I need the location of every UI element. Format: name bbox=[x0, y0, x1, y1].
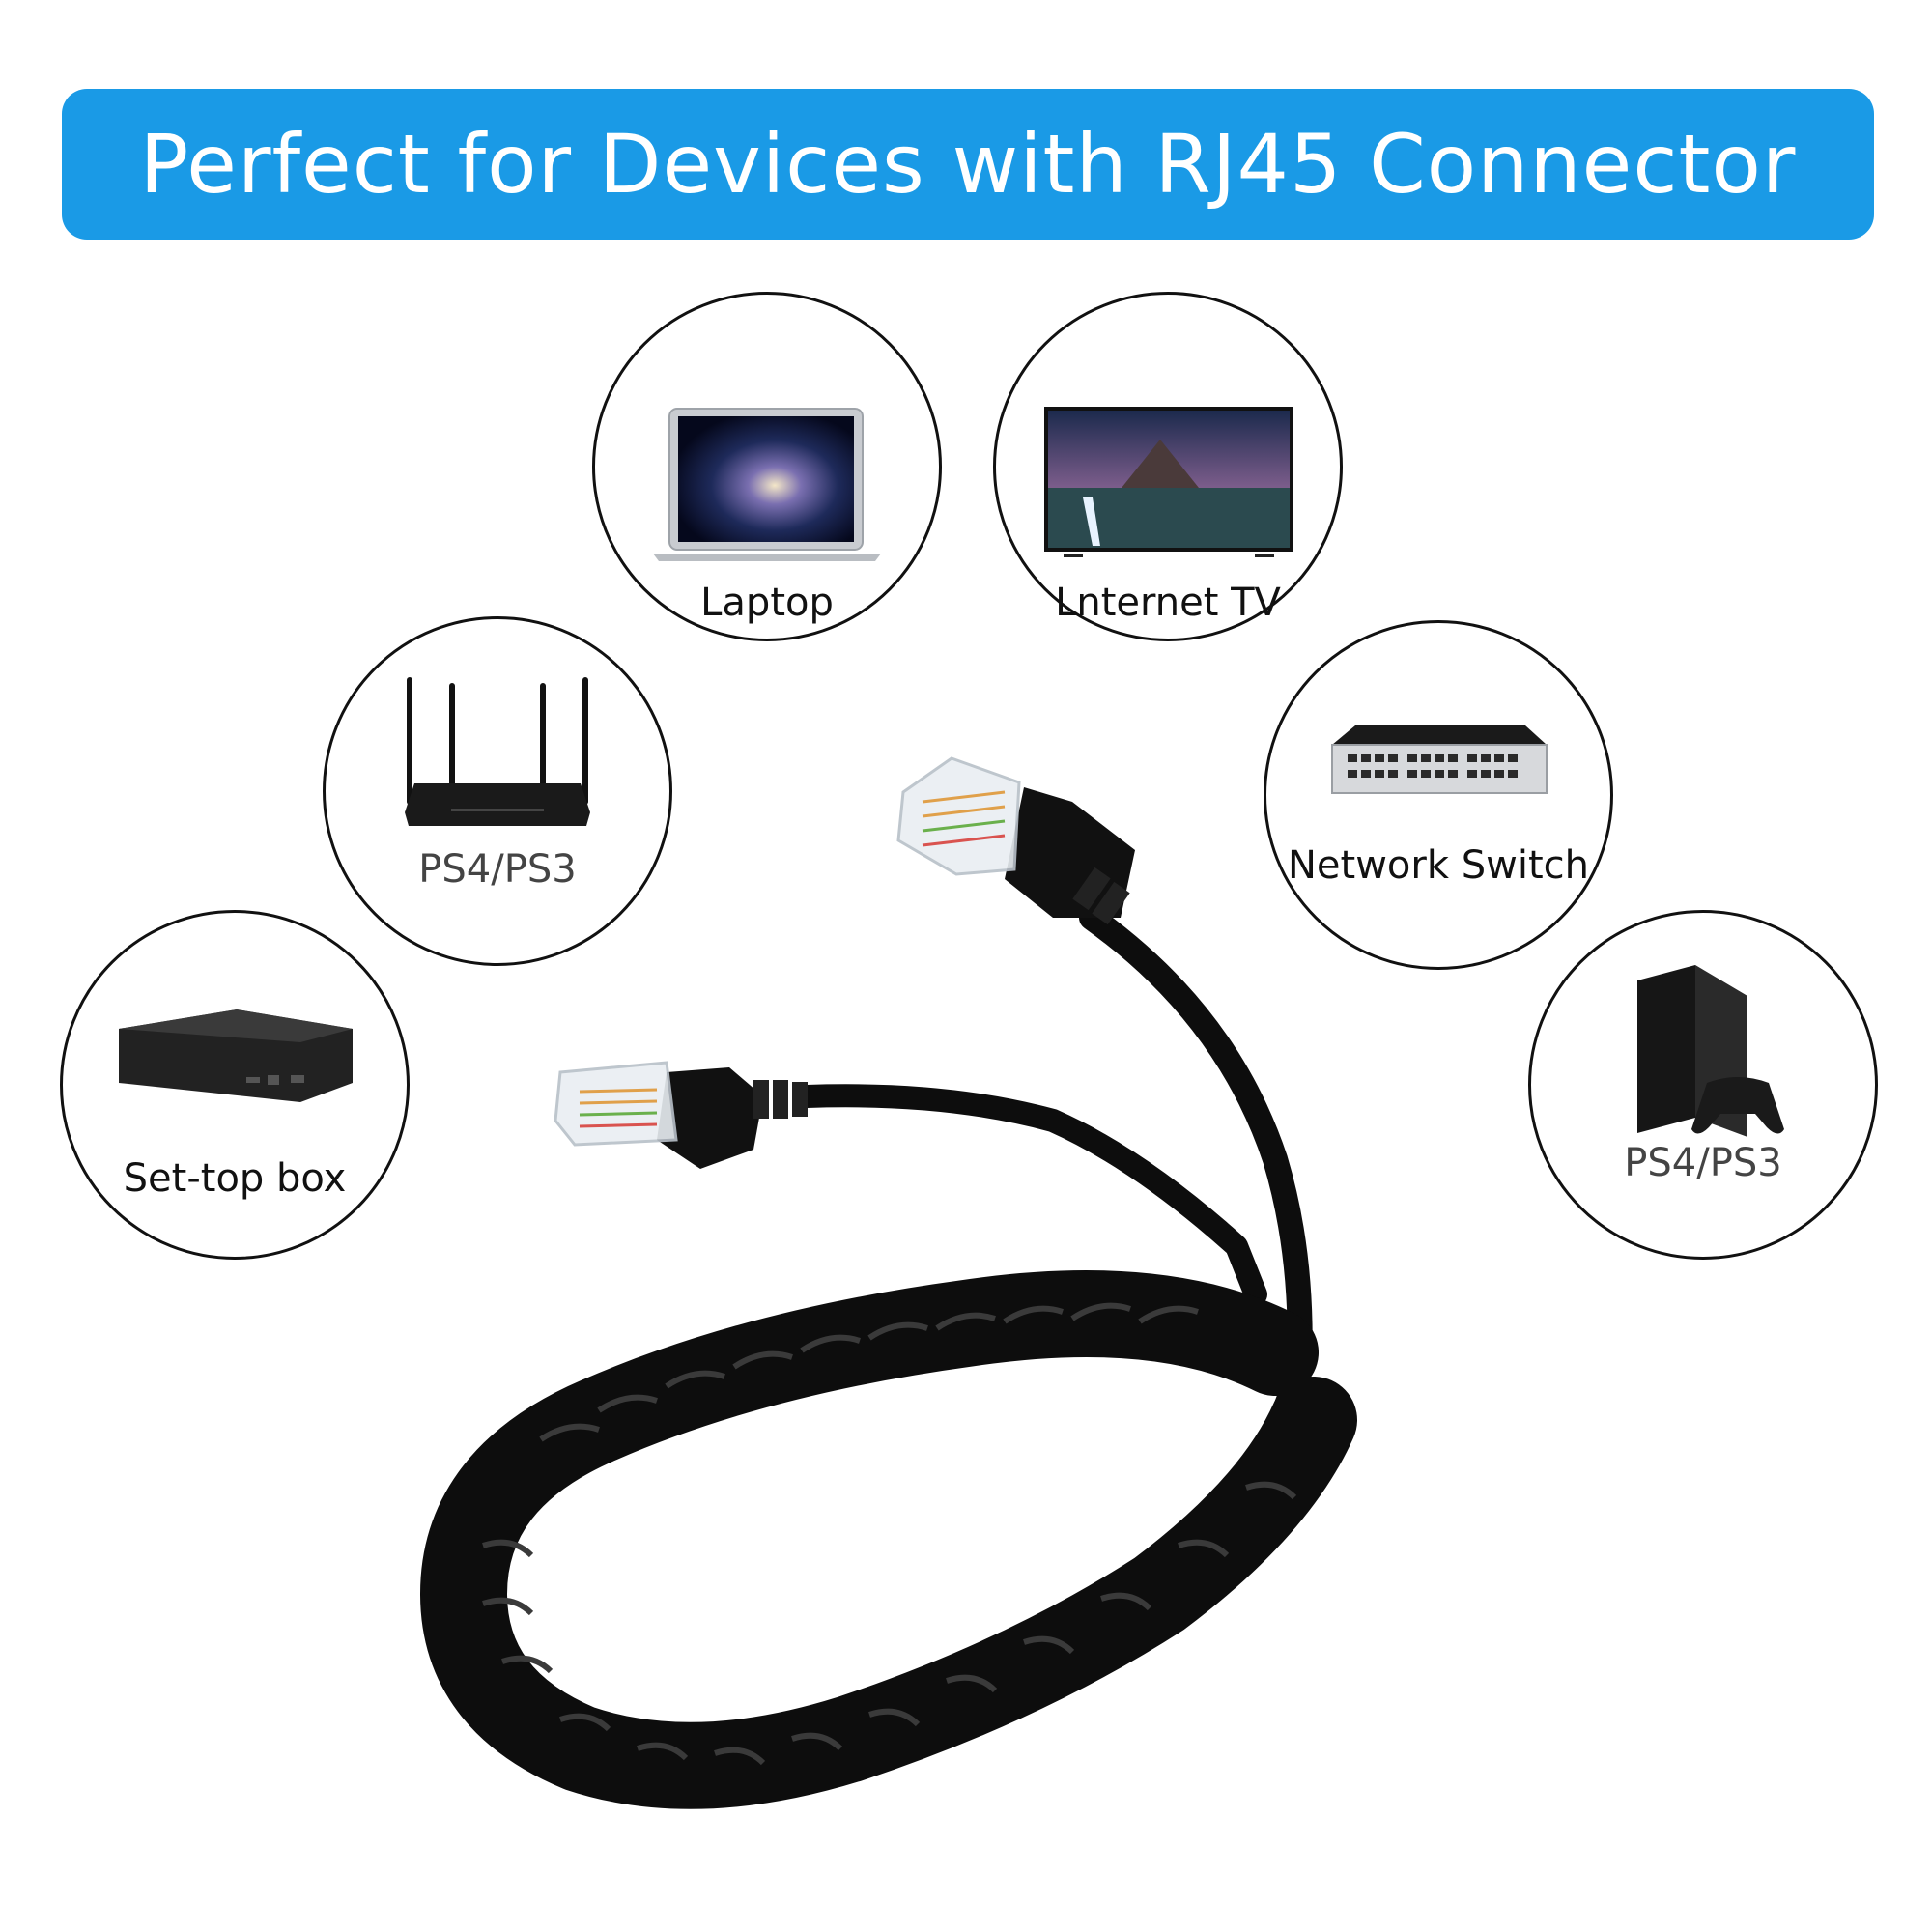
device-label: Laptop bbox=[700, 581, 834, 625]
device-label: Network Switch bbox=[1288, 843, 1589, 888]
rj45-connector-left bbox=[554, 1061, 808, 1169]
device-label: Set-top box bbox=[123, 1156, 347, 1201]
title-banner: Perfect for Devices with RJ45 Connector bbox=[62, 89, 1874, 240]
set-top-box-icon bbox=[119, 1009, 353, 1102]
device-circle-switch: Network Switch bbox=[1264, 620, 1613, 970]
device-label: PS4/PS3 bbox=[1624, 1141, 1782, 1185]
game-console-icon bbox=[1637, 965, 1784, 1137]
router-icon bbox=[405, 677, 590, 826]
device-circle-game-console: PS4/PS3 bbox=[1528, 910, 1878, 1260]
device-circle-tv: Lnternet TV bbox=[993, 292, 1343, 641]
banner-title: Perfect for Devices with RJ45 Connector bbox=[139, 117, 1797, 212]
device-circle-router: PS4/PS3 bbox=[323, 616, 672, 966]
cable-cord bbox=[420, 905, 1357, 1809]
laptop-icon bbox=[653, 408, 881, 561]
network-switch-icon bbox=[1331, 725, 1548, 794]
device-circle-laptop: Laptop bbox=[592, 292, 942, 641]
coil-ridges bbox=[482, 1302, 1297, 1766]
device-label: PS4/PS3 bbox=[418, 847, 577, 892]
rj45-connector-top bbox=[896, 756, 1135, 925]
device-label: Lnternet TV bbox=[1055, 581, 1281, 625]
device-circle-set-top-box: Set-top box bbox=[60, 910, 410, 1260]
tv-icon bbox=[1044, 407, 1293, 557]
